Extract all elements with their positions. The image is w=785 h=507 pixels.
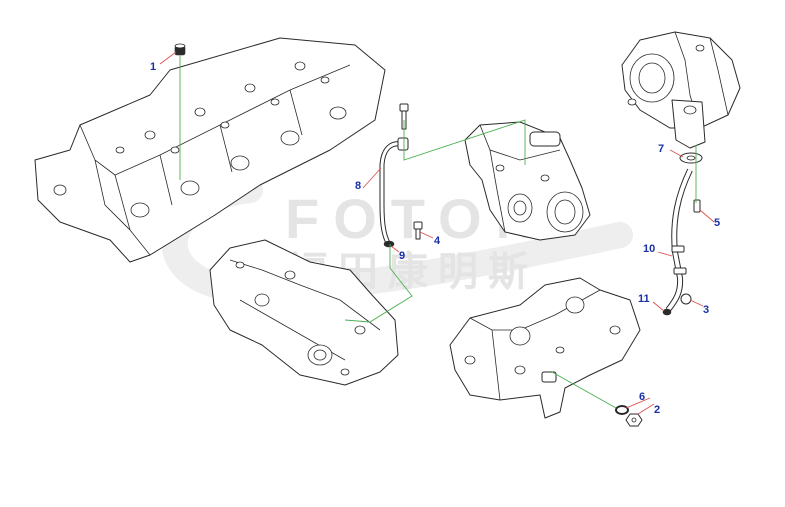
callout-3: 3 [703, 304, 709, 316]
callout-5: 5 [714, 217, 720, 229]
callout-4: 4 [434, 235, 441, 247]
part-6-o-ring [615, 405, 629, 415]
part-9-fitting [383, 240, 395, 248]
lower-housing-part [449, 277, 641, 419]
part-4-bolt [413, 221, 423, 240]
part-1-plug [174, 43, 186, 56]
callout-2: 2 [654, 404, 660, 416]
gear-housing-part [209, 239, 399, 386]
part-3-clamp [680, 293, 692, 305]
callout-9: 9 [399, 250, 405, 262]
callout-7: 7 [658, 143, 664, 155]
part-2-nut [625, 413, 643, 427]
turbocharger-right-part [621, 31, 741, 149]
callout-1: 1 [150, 61, 156, 73]
part-8-oil-tube [379, 137, 409, 245]
part-7-gasket [679, 152, 703, 164]
callout-labels: 1 2 3 4 5 6 7 8 9 10 11 [150, 61, 720, 416]
cylinder-head-ports [53, 61, 347, 218]
callout-11: 11 [638, 293, 650, 305]
part-11-end-fitting [662, 308, 672, 316]
callout-leader-lines [159, 51, 715, 415]
cylinder-head-part [34, 37, 386, 263]
assembly-leader-lines [179, 55, 697, 409]
part-10-drain-tube [665, 168, 693, 312]
callout-8: 8 [355, 180, 361, 192]
callout-6: 6 [639, 391, 645, 403]
turbocharger-center-part [464, 121, 591, 241]
callout-10: 10 [643, 243, 655, 255]
part-5-bolt [693, 199, 701, 213]
